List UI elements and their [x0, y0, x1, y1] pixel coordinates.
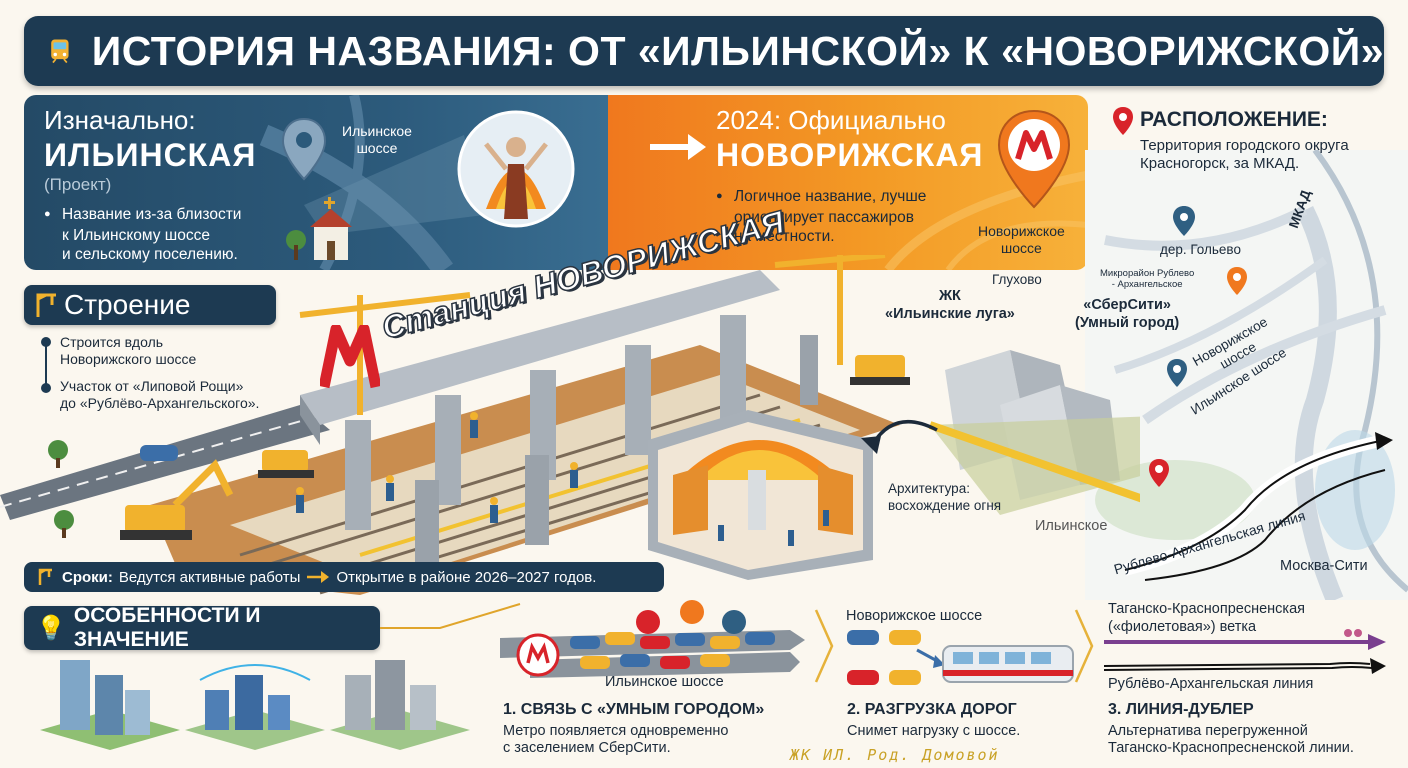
arrow-right-icon [307, 571, 330, 583]
architecture-label: Архитектура: восхождение огня [888, 481, 1002, 513]
novorizhskoe-road-label: Новорижское шоссе [978, 223, 1065, 256]
card3-title: 3. ЛИНИЯ-ДУБЛЕР [1108, 701, 1254, 718]
watermark-text: ЖК ИЛ. Род. Домовой [790, 746, 1000, 764]
rublevo-district-label: Микрорайон Рублево - Архангельское [1100, 268, 1195, 290]
header-banner: ИСТОРИЯ НАЗВАНИЯ: ОТ «ИЛЬИНСКОЙ» К «НОВО… [24, 16, 1384, 86]
card2-title: 2. РАЗГРУЗКА ДОРОГ [847, 701, 1017, 718]
card1-title: 1. СВЯЗЬ С «УМНЫМ ГОРОДОМ» [503, 701, 765, 718]
location-map [1085, 150, 1408, 600]
lightbulb-icon: 💡 [36, 614, 66, 642]
map-pin-icon [1149, 459, 1169, 487]
church-icon [286, 197, 352, 260]
timeline-dots [41, 337, 51, 393]
location-text: Территория городского округа Красногорск… [1140, 137, 1349, 172]
card3-bottom-label: Рублёво-Архангельская линия [1108, 676, 1314, 692]
new-reason: Логичное название, лучше ориентирует пас… [716, 187, 926, 246]
traffic-illustration [500, 600, 805, 678]
card3-text: Альтернатива перегруженной Таганско-Крас… [1108, 723, 1354, 756]
location-heading: РАСПОЛОЖЕНИЕ: [1140, 108, 1328, 131]
original-prefix: Изначально: [44, 105, 196, 135]
features-heading: 💡 ОСОБЕННОСТИ И ЗНАЧЕНИЕ [24, 604, 380, 651]
original-reason: Название из-за близости к Ильинскому шос… [44, 205, 241, 264]
metro-pin-icon [997, 109, 1071, 209]
golevo-label: дер. Гольево [1160, 242, 1241, 257]
new-name: НОВОРИЖСКАЯ [716, 137, 984, 173]
page-title: ИСТОРИЯ НАЗВАНИЯ: ОТ «ИЛЬИНСКОЙ» К «НОВО… [91, 27, 1384, 74]
glukhovo-label: Глухово [992, 272, 1042, 287]
train-icon [51, 39, 69, 64]
location-pin-icon [1113, 107, 1133, 135]
zhk-label: ЖК «Ильинские луга» [885, 288, 1015, 322]
construction-item-2: Участок от «Липовой Рощи» до «Рублёво-Ар… [60, 378, 260, 411]
construction-item-1: Строится вдоль Новорижского шоссе [60, 334, 197, 367]
lines-illustration [1103, 629, 1386, 674]
map-pin-icon [1173, 206, 1195, 236]
map-pin-icon [1167, 359, 1187, 387]
smart-city-illustration [40, 660, 470, 750]
original-name: ИЛЬИНСКАЯ [44, 137, 257, 173]
curved-arrow-icon [861, 419, 938, 454]
card1-road-label: Ильинское шоссе [605, 674, 724, 690]
saint-fire-icon [457, 110, 575, 228]
ilinskoe-label: Ильинское [1035, 518, 1108, 534]
chevron-right-icon [1074, 609, 1094, 683]
ilinskoe-road-label: Ильинское шоссе [342, 123, 412, 156]
card3-top-label: Таганско-Краснопресненская («фиолетовая»… [1108, 601, 1305, 635]
metro-logo-icon [320, 325, 380, 389]
original-status: (Проект) [44, 175, 112, 194]
card2-road-label: Новорижское шоссе [846, 608, 983, 624]
arrow-right-icon [650, 134, 706, 160]
timeline-bar: Сроки: Ведутся активные работы Открытие … [24, 562, 664, 592]
moscow-city-label: Москва-Сити [1280, 558, 1368, 574]
map-pin-icon [281, 117, 327, 181]
architecture-vestibule [648, 410, 873, 580]
new-name-panel: 2024: Официально НОВОРИЖСКАЯ Логичное на… [608, 95, 1088, 270]
crane-icon [38, 568, 52, 585]
chevron-right-icon [814, 609, 834, 683]
train-traffic-illustration [847, 630, 1074, 685]
connector-line [380, 603, 521, 629]
crane-icon [36, 293, 56, 317]
card1-text: Метро появляется одновременно с заселени… [503, 723, 729, 756]
original-name-panel: Изначально: ИЛЬИНСКАЯ (Проект) Название … [24, 95, 624, 270]
map-pin-icon [1227, 267, 1247, 295]
card2-text: Снимет нагрузку с шоссе. [847, 723, 1021, 739]
construction-heading: Строение [24, 285, 276, 325]
construction-scene [0, 255, 1140, 595]
new-prefix: 2024: Официально [716, 105, 946, 135]
sbercity-label: «СберСити» (Умный город) [1075, 297, 1180, 331]
